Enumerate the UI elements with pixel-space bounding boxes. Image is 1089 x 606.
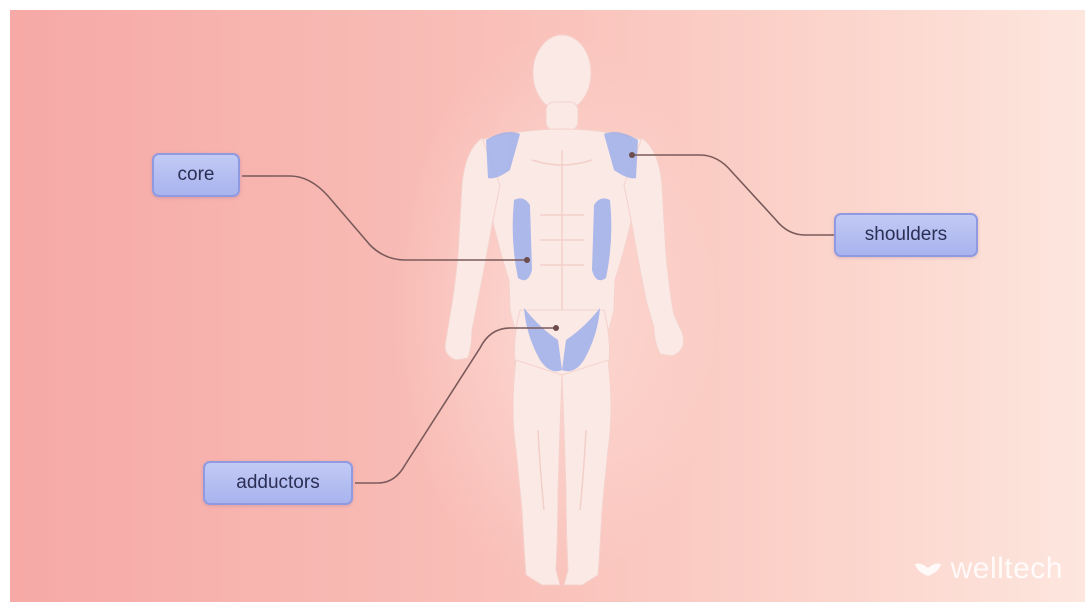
- muscle-diagram: [10, 10, 1085, 602]
- core-label: core: [152, 153, 240, 197]
- head: [533, 35, 591, 111]
- adductors-anchor-dot: [553, 325, 559, 331]
- brand-name: welltech: [951, 552, 1063, 586]
- shoulders-anchor-dot: [629, 152, 635, 158]
- heart-chevron-icon: [913, 560, 943, 578]
- core-anchor-dot: [524, 257, 530, 263]
- shoulders-label: shoulders: [834, 213, 978, 257]
- neck: [546, 102, 578, 130]
- diagram-panel: core shoulders adductors welltech: [10, 10, 1085, 602]
- adductors-label: adductors: [203, 461, 353, 505]
- left-leg: [513, 360, 562, 585]
- right-leg: [562, 360, 611, 585]
- brand-watermark: welltech: [913, 552, 1063, 586]
- body-silhouette: [445, 35, 684, 585]
